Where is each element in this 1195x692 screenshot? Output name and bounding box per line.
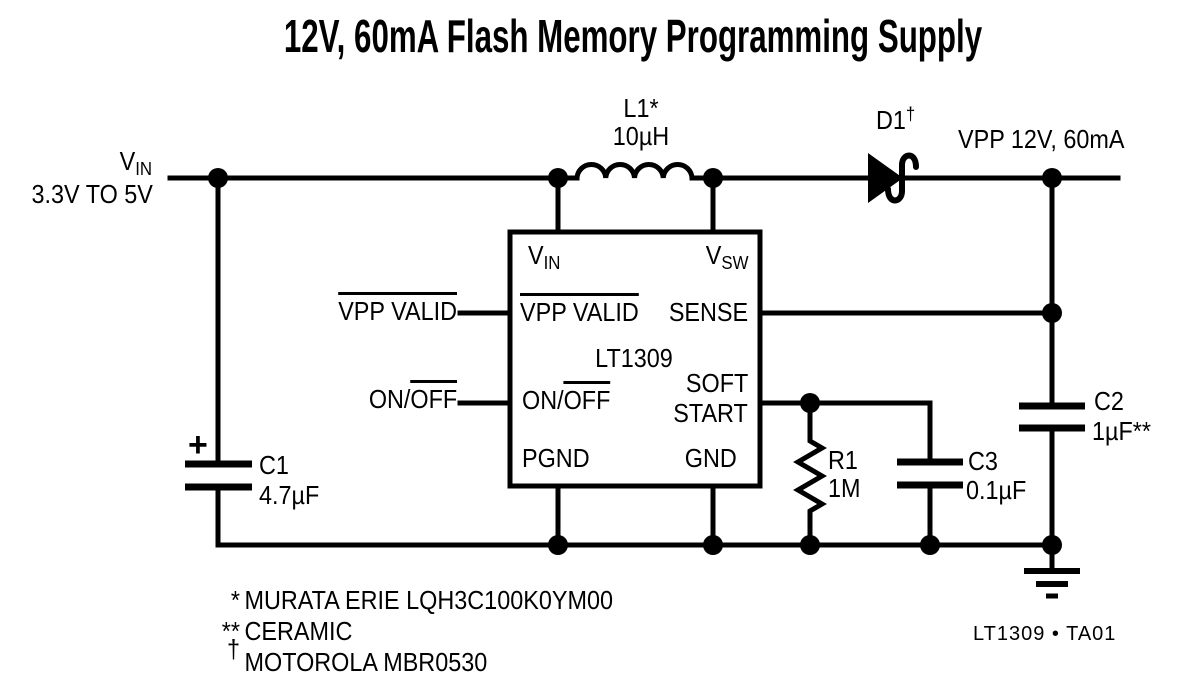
note-marker: ** <box>221 616 240 646</box>
c1-polarity-mark: + <box>188 426 208 464</box>
junction-dot <box>703 535 723 555</box>
ic-pin-on-off: ON/OFF <box>522 381 611 413</box>
c3-value-label: 0.1µF <box>966 475 1027 505</box>
junction-dot <box>800 393 820 413</box>
capacitor-symbol <box>897 458 963 489</box>
note-row: †MOTOROLA MBR0530 <box>195 636 488 677</box>
ic-pin-soft-start-line2: START <box>673 398 748 428</box>
figure-id: LT1309 • TA01 <box>973 623 1117 645</box>
c3-ref-label: C3 <box>968 446 998 476</box>
note-text: CERAMIC <box>244 616 353 646</box>
inductor-ref-label: L1* <box>623 95 658 121</box>
junction-dot <box>548 168 568 188</box>
polarized-capacitor-symbol <box>185 460 252 491</box>
external-on-off-label: ON/OFF <box>369 380 457 412</box>
input-voltage-label: VIN <box>119 146 152 178</box>
external-on-text: ON/ <box>368 384 411 414</box>
junction-dots <box>208 168 1062 555</box>
ic-part-number: LT1309 <box>595 343 673 373</box>
ic-pin-vsw: VSW <box>705 240 748 273</box>
ic-pin-pgnd: PGND <box>522 443 590 473</box>
resistor-symbol <box>793 405 827 543</box>
note-row: *MURATA ERIE LQH3C100K0YM00 <box>195 587 613 613</box>
inductor-ref-marker: * <box>649 93 659 123</box>
junction-dot <box>1042 303 1062 323</box>
r1-ref-label: R1 <box>828 445 858 475</box>
diode-ref: D1 <box>876 105 906 135</box>
ic-pin-gnd: GND <box>684 443 737 473</box>
schottky-diode-symbol <box>868 152 919 204</box>
note-text: MOTOROLA MBR0530 <box>244 647 488 677</box>
inductor-value-label: 10µH <box>612 121 670 151</box>
ic-pin-sense: SENSE <box>668 297 748 327</box>
junction-dot <box>703 168 723 188</box>
junction-dot <box>548 535 568 555</box>
ic-pin-vin: VIN <box>528 240 561 273</box>
note-text: MURATA ERIE LQH3C100K0YM00 <box>244 585 613 615</box>
c1-value-label: 4.7µF <box>259 480 320 510</box>
ic-pin-vpp-valid: VPP VALID <box>520 293 639 325</box>
input-range-label: 3.3V TO 5V <box>31 179 153 209</box>
diode-ref-label: D1† <box>876 104 915 135</box>
output-label: VPP 12V, 60mA <box>958 124 1125 154</box>
ic-body <box>507 229 763 489</box>
junction-dot <box>208 168 228 188</box>
note-marker: † <box>226 634 240 664</box>
c2-ref-label: C2 <box>1094 386 1124 416</box>
note-marker: * <box>230 585 240 615</box>
diode-ref-marker: † <box>905 103 916 124</box>
capacitor-symbol <box>1019 402 1085 432</box>
input-voltage-subscript: IN <box>135 158 152 179</box>
external-off-text: OFF <box>410 380 457 412</box>
r1-value-label: 1M <box>828 473 861 503</box>
c1-ref-label: C1 <box>259 450 289 480</box>
ic-pin-soft-start-line1: SOFT <box>685 368 748 398</box>
junction-dot <box>920 535 940 555</box>
junction-dot <box>1042 535 1062 555</box>
junction-dot <box>1042 168 1062 188</box>
input-voltage-name: V <box>119 146 136 176</box>
inductor-symbol <box>574 161 695 181</box>
wires <box>167 175 1121 548</box>
page-title: 12V, 60mA Flash Memory Programming Suppl… <box>283 10 983 62</box>
note-row: **CERAMIC <box>195 616 353 646</box>
junction-dot <box>800 535 820 555</box>
inductor-ref: L1 <box>623 93 650 123</box>
c2-value-label: 1µF** <box>1092 416 1152 446</box>
external-vpp-valid-label: VPP VALID <box>338 292 457 324</box>
external-vpp-valid-text: VPP VALID <box>338 292 457 324</box>
